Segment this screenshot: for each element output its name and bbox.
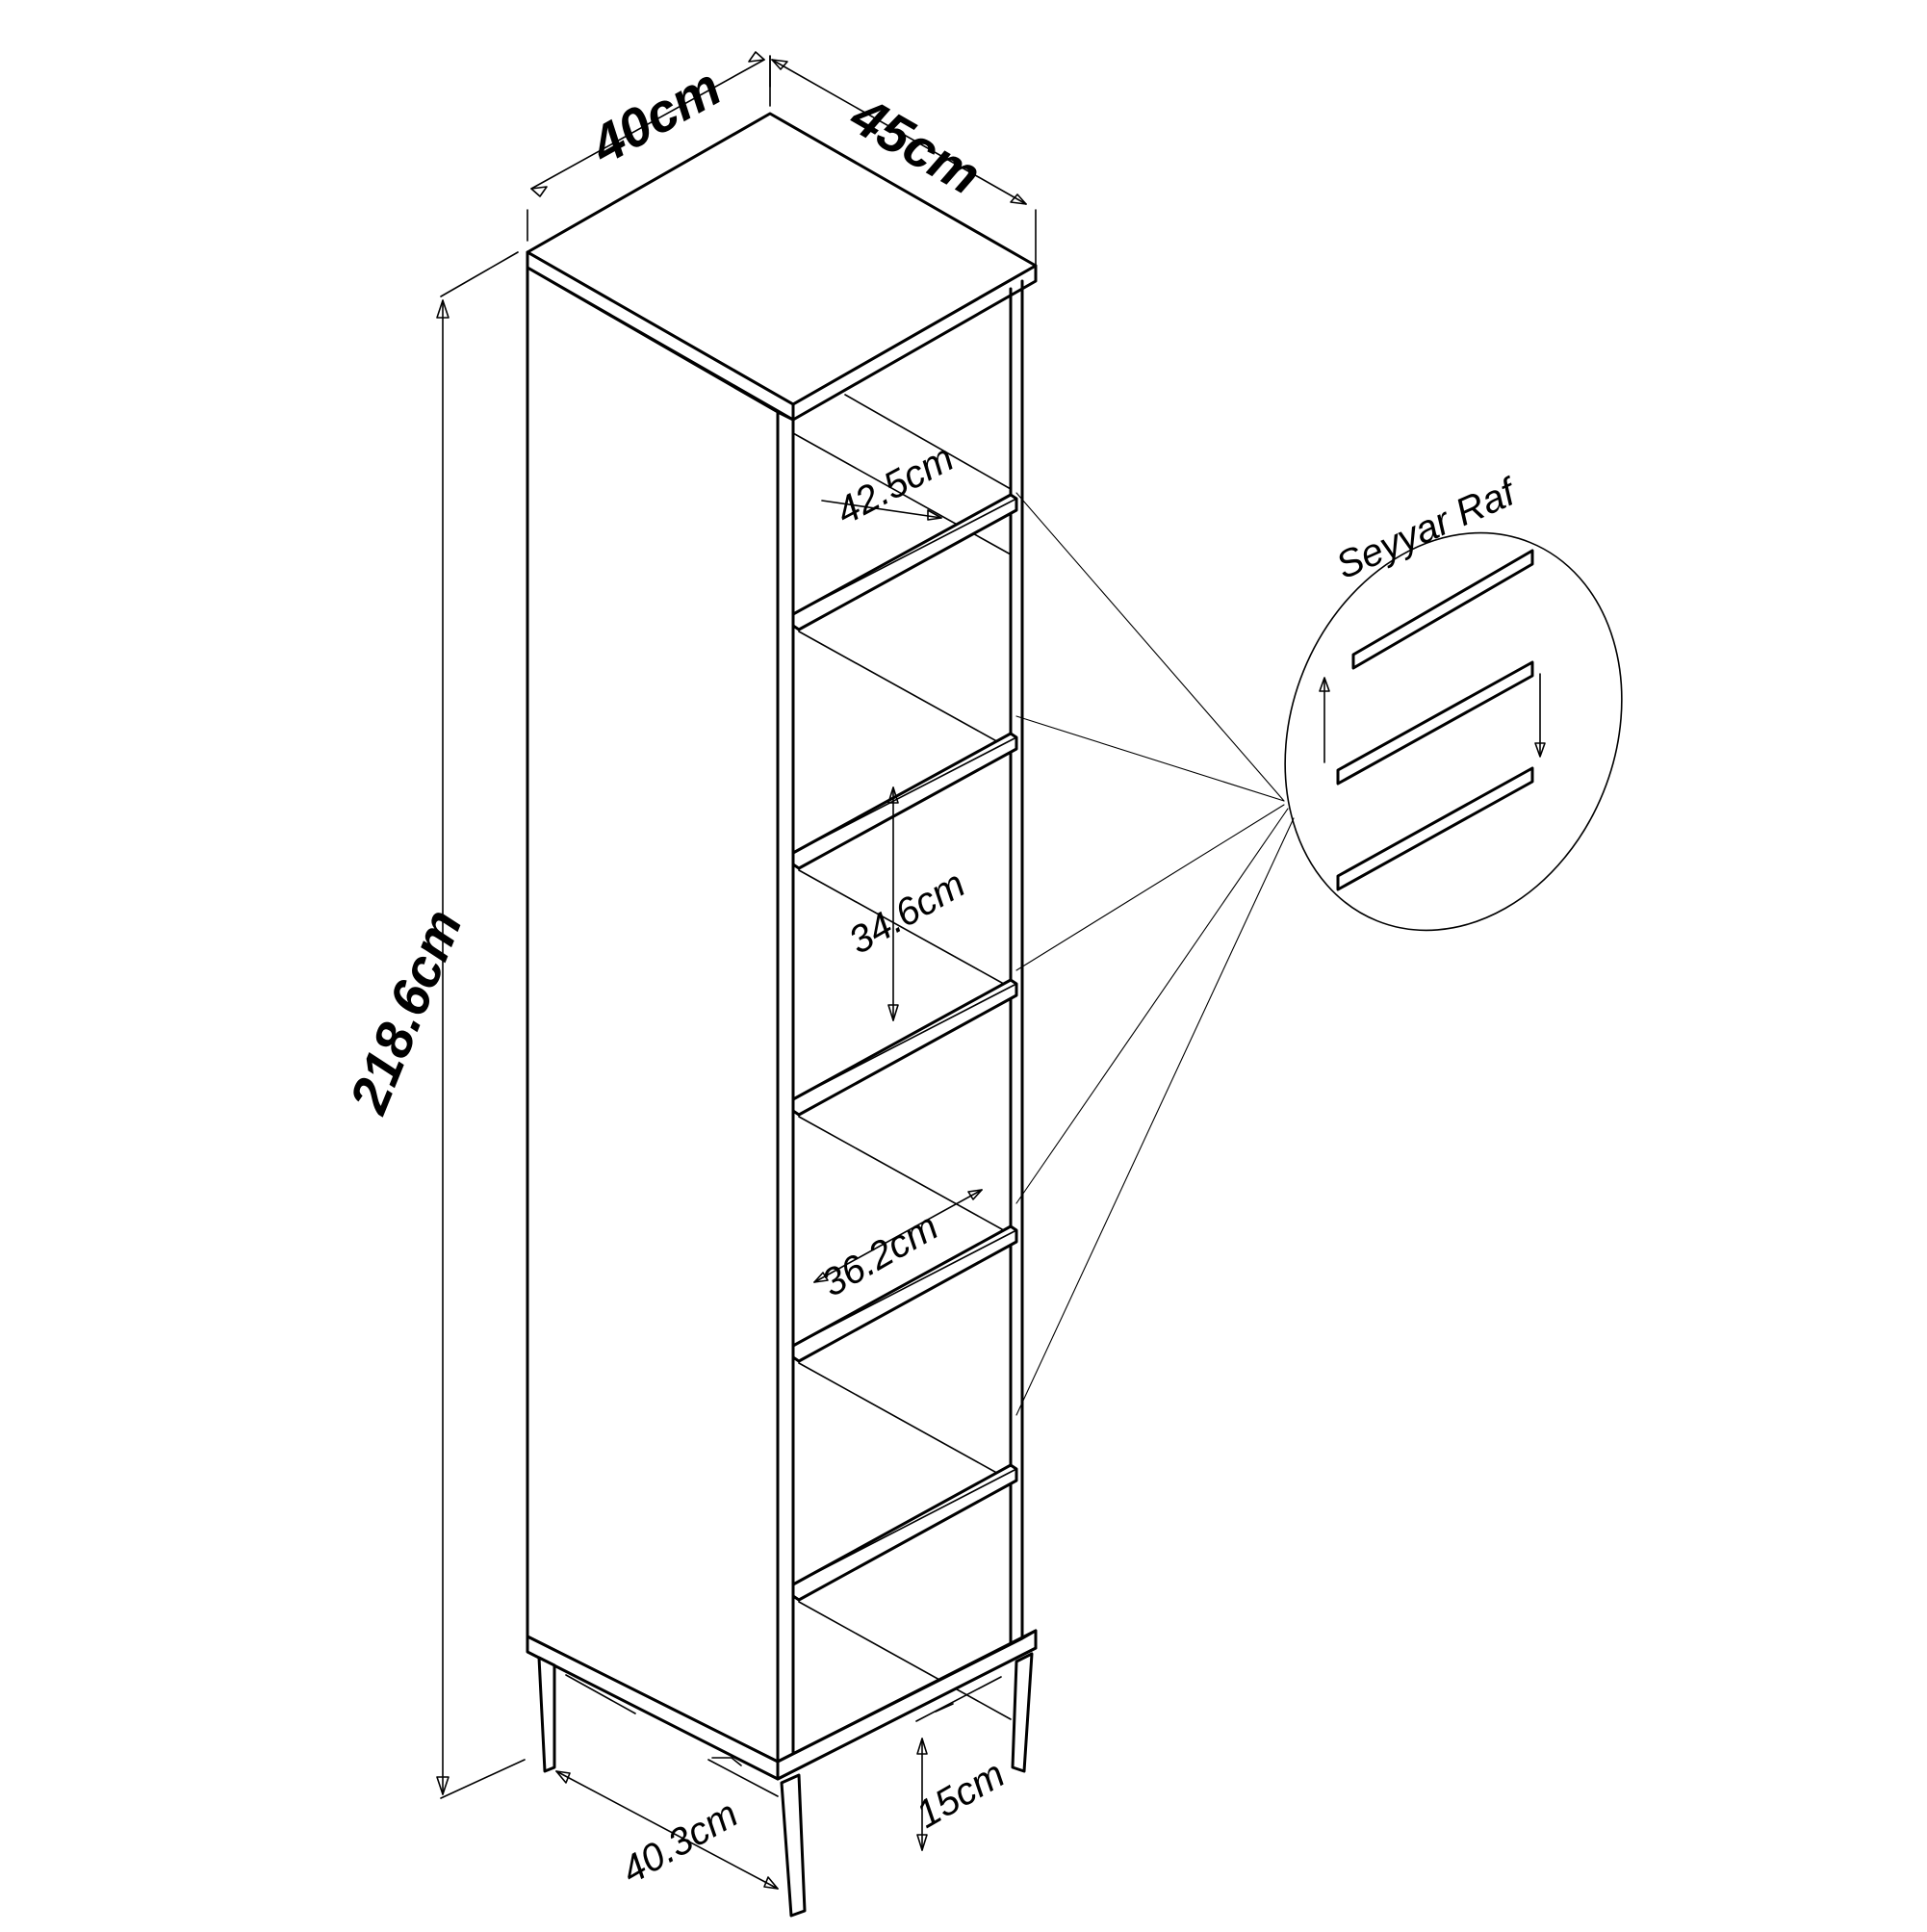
inner-back-edge-top [844,394,1012,490]
shelf-spacing-arrow-top [887,786,899,804]
shelf-5 [791,1463,1018,1602]
height-arrow-bottom [436,1776,450,1795]
cabinet-top-side-edge [791,264,1038,422]
shelf-width-dimension-line [813,1189,983,1283]
shelf-edge-5 [792,1468,1017,1585]
adjustable-shelf-detail [1284,531,1623,932]
cabinet-side-panel [526,266,780,1764]
leader-line-4 [1015,808,1289,1204]
compartment-back-line-2 [798,869,1012,989]
leg-height-label: 15cm [910,1753,1013,1837]
base-plinth-side [776,1629,1038,1781]
shelf-spacing-label: 34.6cm [842,863,973,963]
shelf-depth-dimension-line [821,500,942,519]
leg-left [537,1656,556,1773]
depth-arrow-right [1010,193,1027,205]
cabinet-base [526,1629,1038,1918]
height-dimension [436,251,526,1799]
shelf-width-arrow-left [813,1272,829,1283]
shelf-4 [791,1224,1018,1363]
shelf-width-arrow-right [967,1189,983,1200]
width-dimension-line [530,59,765,190]
base-width-label: 40.3cm [615,1792,746,1893]
leg-height-arrow-top [916,1738,928,1755]
shelves-group [791,493,1018,1720]
shelf-3 [791,978,1018,1117]
cabinet-back-post [1009,279,1024,1648]
base-width-arrow-right [763,1876,779,1890]
leg-front [780,1773,807,1918]
shelf-2 [791,732,1018,870]
detail-arrow-down-head [1534,742,1546,758]
width-arrow-left [530,186,548,197]
height-extension-top [440,251,519,297]
base-width-arrow-left [555,1770,571,1784]
leader-line-2 [1015,715,1285,802]
leg-height-arrow-bottom [916,1834,928,1851]
base-width-dimension-line [555,1770,779,1890]
depth-arrow-left [771,59,788,70]
compartment-back-line-4 [798,1362,1012,1481]
shelf-edge-2 [792,736,1017,854]
top-dimension-lines [527,51,1037,280]
compartment-back-line-5 [798,1601,1012,1720]
shelf-edge-4 [792,1229,1017,1347]
leader-line-1 [1015,492,1285,802]
leg-brackets [711,1703,954,1766]
detail-arrow-up-head [1319,677,1330,692]
shelf-edge-3 [792,983,1017,1100]
shelf-edge-1 [792,498,1017,615]
leader-line-5 [1015,817,1295,1416]
leg-right [1011,1652,1034,1773]
depth-dimension-line [771,59,1027,205]
cabinet-side-panel-edge [776,410,795,1771]
height-extension-bottom [440,1759,526,1799]
detail-leader-lines [1015,492,1295,1416]
detail-ellipse [1284,531,1623,932]
leg-rails [565,1674,1002,1797]
shelf-depth-label: 42.5cm [830,437,961,533]
height-arrow-top [436,299,450,319]
height-dimension-label: 218.6cm [337,901,474,1122]
leader-line-3 [1015,804,1285,971]
cabinet [526,112,1038,1771]
detail-shelf-3 [1336,766,1534,891]
inner-dimensions [555,500,983,1890]
compartment-back-line-3 [798,1116,1012,1235]
width-arrow-right [748,51,765,63]
detail-shelf-2 [1336,660,1534,786]
compartment-back-line-1 [798,631,1012,750]
detail-label: Seyyar Raf [1330,470,1525,587]
shelf-1 [791,493,1018,631]
shelf-spacing-arrow-bottom [887,1004,899,1021]
shelf-depth-arrow [927,509,942,521]
detail-shelf-1 [1351,549,1534,670]
